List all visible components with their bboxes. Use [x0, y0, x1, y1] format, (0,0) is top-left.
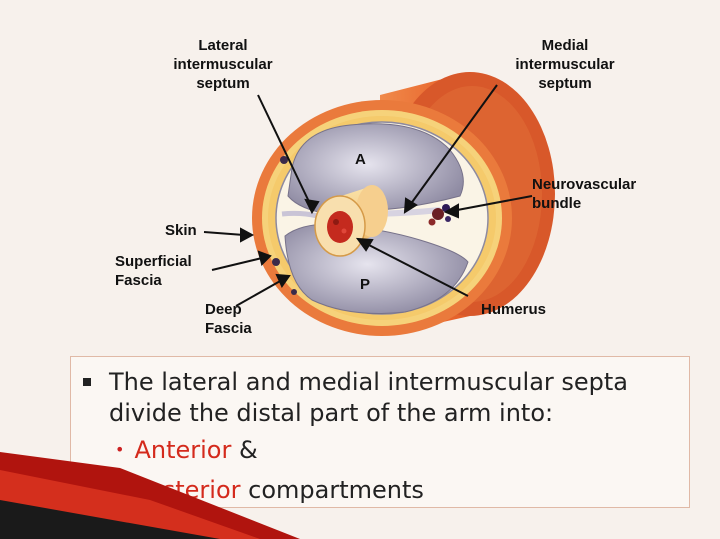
label-anterior-letter: A	[355, 151, 366, 168]
label-superficial-fascia: Superficial Fascia	[115, 253, 192, 289]
leader-arrows	[203, 84, 533, 307]
lateral-septum-shape	[281, 210, 319, 219]
label-deep-fascia: Deep Fascia	[205, 301, 252, 337]
posterior-rest: compartments	[240, 476, 424, 504]
main-bullet: The lateral and medial intermuscular sep…	[83, 367, 683, 429]
text-box: The lateral and medial intermuscular sep…	[70, 356, 690, 508]
bone-marrow	[327, 211, 353, 243]
label-humerus: Humerus	[481, 301, 547, 318]
label-medial-intermuscular-septum: Medial intermuscular septum	[515, 37, 615, 92]
decorative-ribbon	[0, 452, 300, 539]
square-bullet-icon	[83, 378, 91, 386]
anterior-rest: &	[231, 436, 258, 464]
arm-cross-section-diagram	[203, 72, 555, 336]
label-posterior-letter: P	[360, 276, 371, 293]
label-neurovascular-bundle: Neurovascular bundle	[532, 176, 637, 212]
anterior-term: Anterior	[134, 436, 232, 464]
label-skin: Skin	[165, 222, 197, 239]
label-lateral-intermuscular-septum: Lateral intermuscular septum	[173, 37, 273, 92]
main-bullet-text: The lateral and medial intermuscular sep…	[109, 368, 629, 427]
red-dot-icon: •	[115, 440, 125, 459]
sub-bullet-anterior: • Anterior &	[115, 435, 258, 468]
